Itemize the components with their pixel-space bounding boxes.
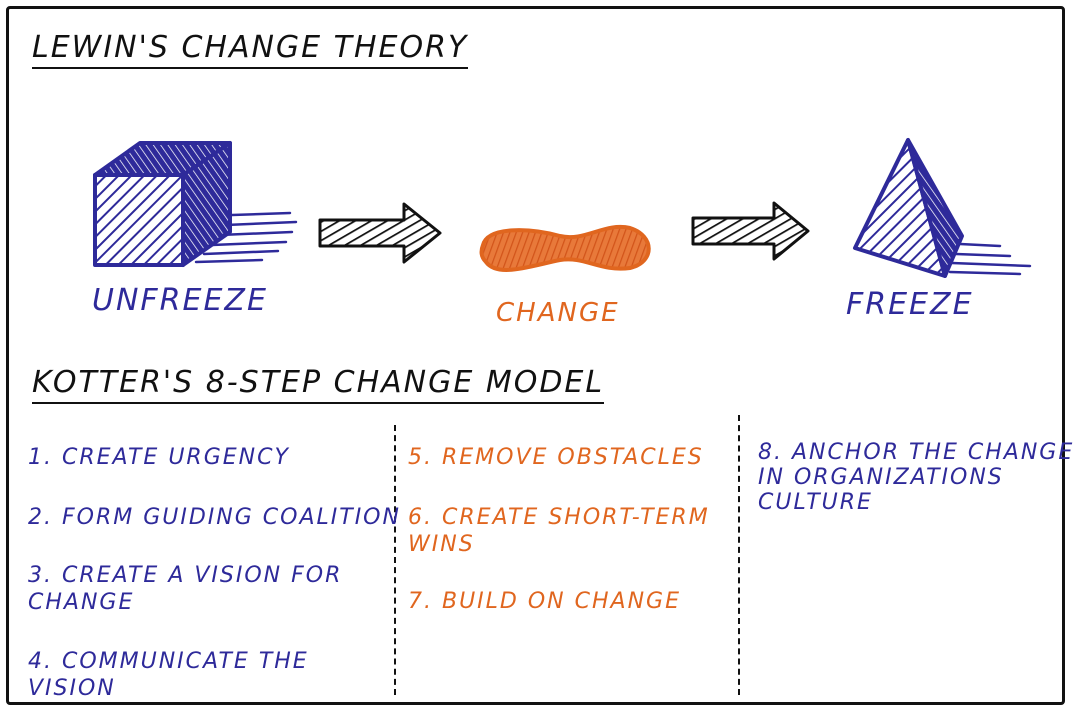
kotter-step-1: 1. CREATE URGENCY <box>28 445 290 470</box>
kotter-step-8: 8. ANCHOR THE CHANGE IN ORGANIZATIONS CU… <box>758 440 1075 515</box>
kotter-step-4: 4. COMMUNICATE THE VISION <box>28 649 309 701</box>
kotter-step-7: 7. BUILD ON CHANGE <box>408 589 681 614</box>
squiggle-blob-icon <box>479 224 651 272</box>
stage-change: CHANGE <box>496 298 620 328</box>
hatched-pyramid-icon <box>853 138 1032 278</box>
kotter-step-5: 5. REMOVE OBSTACLES <box>408 445 704 470</box>
column-divider <box>738 415 740 695</box>
hatched-cube-icon <box>93 141 298 267</box>
kotter-step-6: 6. CREATE SHORT-TERM WINS <box>408 505 710 557</box>
diagram-frame <box>6 6 1065 705</box>
lewin-title: LEWIN'S CHANGE THEORY <box>32 30 469 69</box>
kotter-step-2: 2. FORM GUIDING COALITION <box>28 505 401 530</box>
kotter-title: KOTTER'S 8-STEP CHANGE MODEL <box>32 365 605 404</box>
kotter-step-3: 3. CREATE A VISION FOR CHANGE <box>28 563 343 615</box>
arrow-icon <box>318 202 442 264</box>
stage-unfreeze: UNFREEZE <box>92 283 268 318</box>
column-divider <box>394 425 396 695</box>
arrow-icon <box>691 201 810 261</box>
stage-freeze: FREEZE <box>846 287 974 322</box>
